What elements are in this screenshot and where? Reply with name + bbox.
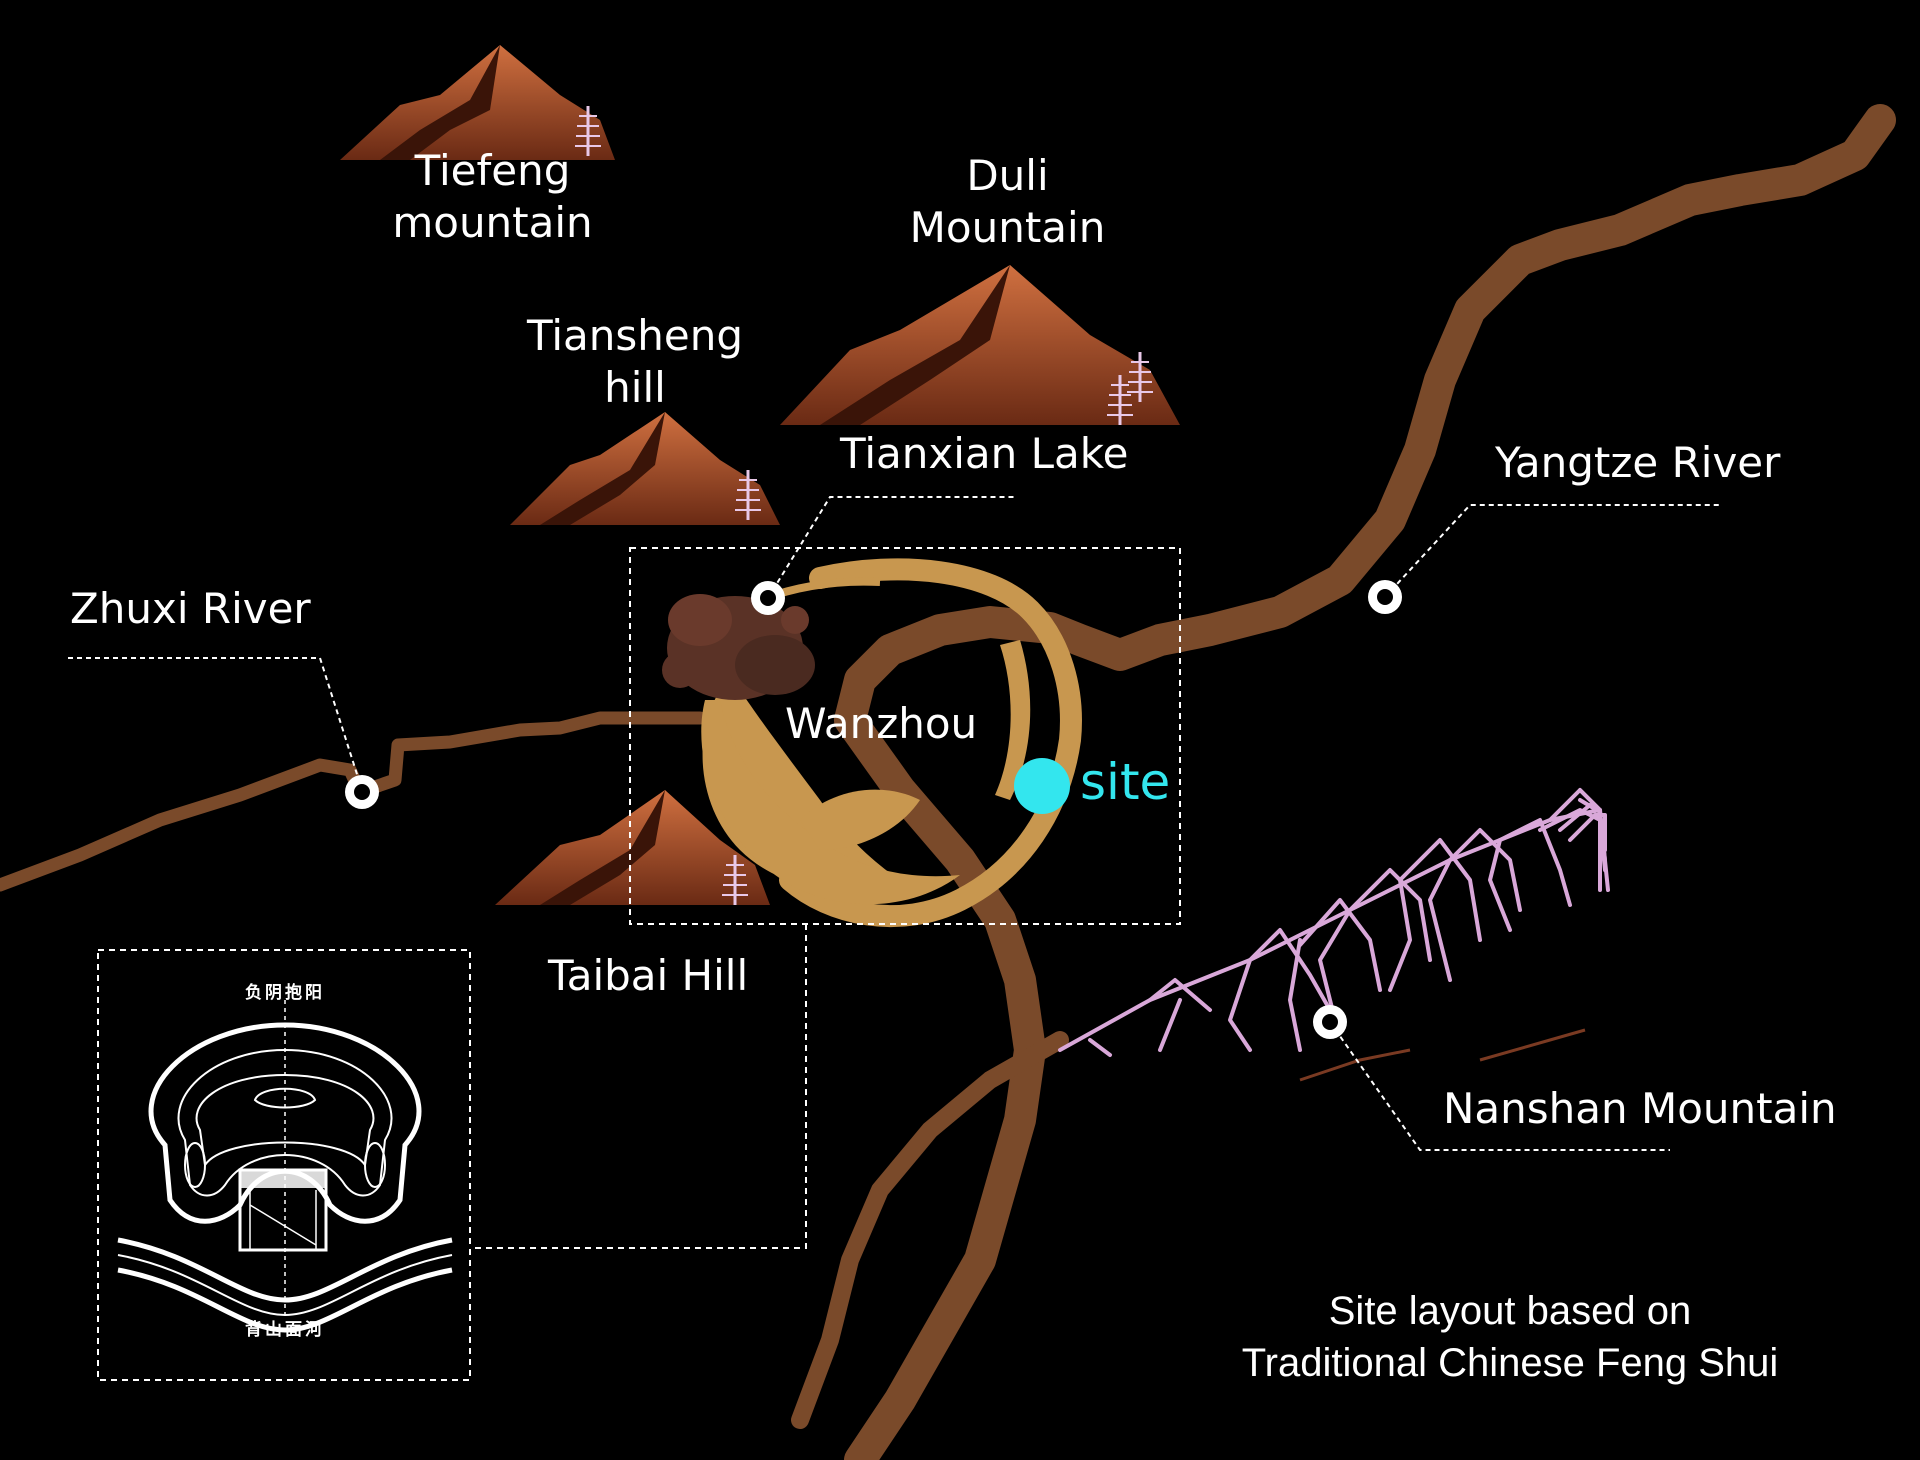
tianxian-lake-shape xyxy=(662,594,815,700)
zhuxi-marker[interactable] xyxy=(345,775,379,809)
tiefeng-label-line1: Tiefeng xyxy=(414,146,571,195)
nanshan-ridge-accent xyxy=(1299,1028,1586,1082)
tianxian-marker[interactable] xyxy=(751,581,785,615)
zhuxi-leader-line xyxy=(68,657,363,791)
site-label: site xyxy=(1080,753,1171,811)
caption-line2: Traditional Chinese Feng Shui xyxy=(1241,1341,1779,1385)
yangtze-river xyxy=(834,104,1896,1460)
nanshan-mountain-icon xyxy=(1058,788,1610,1057)
wanzhou-label: Wanzhou xyxy=(785,699,978,748)
yangtze-leader-line xyxy=(1384,504,1722,598)
duli-mountain-label: Duli Mountain xyxy=(880,150,1135,254)
feng-shui-inset-box xyxy=(97,949,471,1381)
nanshan-mountain-label: Nanshan Mountain xyxy=(1443,1084,1837,1133)
nanshan-marker[interactable] xyxy=(1313,1005,1347,1039)
tiefeng-label-line2: mountain xyxy=(392,198,593,247)
taibai-hill-icon xyxy=(495,790,770,907)
yangtze-river-label: Yangtze River xyxy=(1495,438,1781,487)
nanshan-leader-line xyxy=(1329,1021,1670,1151)
inset-bottom-text: 背山面河 xyxy=(245,1320,325,1340)
inset-connector-line xyxy=(470,924,807,1249)
site-marker[interactable] xyxy=(1014,758,1070,814)
yangtze-river-fork xyxy=(791,1031,1069,1429)
tiansheng-hill-icon xyxy=(510,412,780,525)
duli-label-line2: Mountain xyxy=(909,203,1106,252)
zhuxi-river-label: Zhuxi River xyxy=(70,584,311,633)
taibai-hill-label: Taibai Hill xyxy=(548,951,749,1000)
tianxian-lake-label: Tianxian Lake xyxy=(840,429,1129,478)
caption-line1: Site layout based on xyxy=(1328,1289,1692,1333)
tiefeng-mountain-icon xyxy=(340,45,615,160)
zhuxi-river xyxy=(0,711,707,892)
tiansheng-hill-label: Tiansheng hill xyxy=(510,310,760,414)
feng-shui-diagram xyxy=(117,1000,453,1333)
duli-label-line1: Duli xyxy=(966,151,1049,200)
site-detail-box xyxy=(629,547,1181,925)
tiansheng-label-line1: Tiansheng xyxy=(526,311,743,360)
wanzhou-city-shape xyxy=(701,558,1082,928)
tiansheng-label-line2: hill xyxy=(604,363,666,412)
tiefeng-mountain-label: Tiefeng mountain xyxy=(370,145,615,249)
inset-top-text: 负阴抱阳 xyxy=(245,983,325,1003)
tianxian-leader-line xyxy=(767,496,1015,599)
duli-mountain-icon xyxy=(780,265,1180,427)
caption: Site layout based on Traditional Chinese… xyxy=(1180,1285,1840,1389)
yangtze-marker[interactable] xyxy=(1368,580,1402,614)
